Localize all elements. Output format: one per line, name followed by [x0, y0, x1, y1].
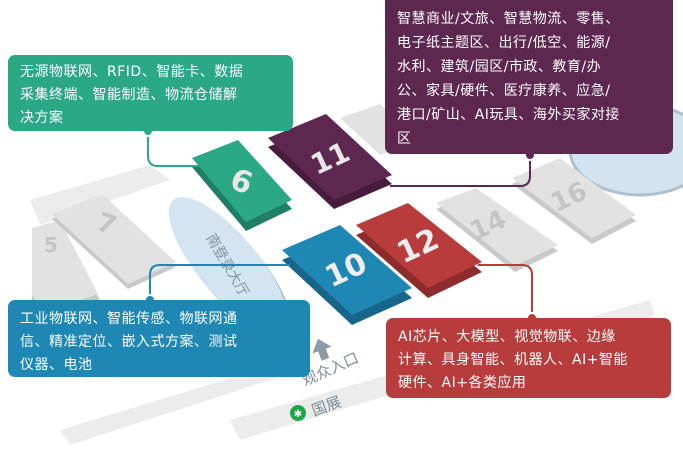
callout-hall-11: 智慧商业/文旅、智慧物流、零售、 电子纸主题区、出行/低空、能源/ 水利、建筑/… — [385, 0, 673, 154]
metro-icon: ✱ — [290, 405, 306, 421]
callout-line: 采集终端、智能制造、物流仓储解 — [20, 87, 238, 103]
callout-hall-10: 工业物联网、智能传感、物联网通 信、精准定位、嵌入式方案、测试 仪器、电池 — [8, 300, 310, 377]
callout-line: 信、精准定位、嵌入式方案、测试 — [20, 334, 238, 350]
hall-11[interactable]: 11 — [268, 114, 392, 209]
callout-line: 工业物联网、智能传感、物联网通 — [20, 311, 238, 327]
callout-line: 智慧商业/文旅、智慧物流、零售、 — [397, 11, 620, 27]
svg-text:✱: ✱ — [294, 409, 302, 420]
callout-line: 无源物联网、RFID、智能卡、数据 — [20, 64, 244, 80]
callout-line: AI芯片、大模型、视觉物联、边缘 — [398, 329, 616, 345]
entrance-arrow-icon — [312, 338, 332, 361]
hall-7[interactable]: 7 — [52, 194, 176, 289]
callout-line: 港口/矿山、AI玩具、海外买家对接 — [397, 107, 620, 123]
hall-5[interactable]: 5 — [32, 220, 100, 318]
hall-12[interactable]: 12 — [356, 203, 482, 298]
callout-hall-9: 无源物联网、RFID、智能卡、数据 采集终端、智能制造、物流仓储解 决方案 — [8, 55, 293, 131]
hall-10[interactable]: 10 — [282, 225, 412, 325]
hall-5-number: 5 — [44, 233, 58, 257]
hall-16[interactable]: 16 — [512, 158, 636, 244]
callout-line: 决方案 — [20, 110, 64, 126]
callout-line: 电子纸主题区、出行/低空、能源/ — [397, 35, 611, 51]
connector-lines — [147, 131, 533, 318]
callout-line: 硬件、AI+各类应用 — [398, 375, 527, 391]
callout-line: 计算、具身智能、机器人、AI+智能 — [398, 352, 628, 368]
callout-line: 区 — [397, 131, 412, 147]
callout-line: 水利、建筑/园区/市政、教育/办 — [397, 59, 602, 75]
hall-14[interactable]: 14 — [436, 188, 558, 272]
hall-9[interactable]: 9 — [192, 140, 292, 231]
callout-line: 仪器、电池 — [20, 357, 93, 373]
callout-hall-12: AI芯片、大模型、视觉物联、边缘 计算、具身智能、机器人、AI+智能 硬件、AI… — [386, 318, 671, 398]
callout-line: 公、家具/硬件、医疗康养、应急/ — [397, 83, 611, 99]
